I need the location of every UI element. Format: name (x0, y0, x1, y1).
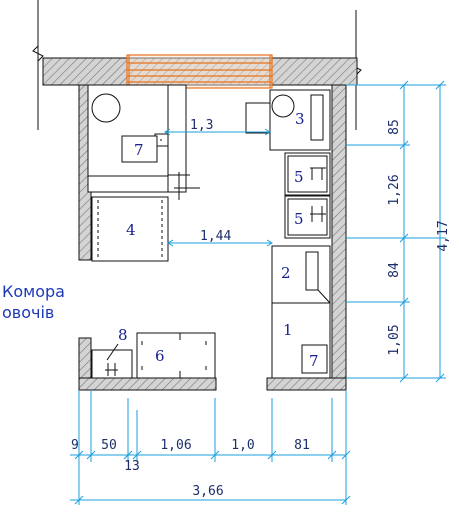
bottom-dim-9: 9 (71, 438, 79, 453)
bottom-dim-1-0: 1,0 (231, 438, 254, 453)
left-furniture (87, 84, 200, 262)
fixture-number-7-bottom: 7 (309, 352, 319, 370)
cabinet-4 (91, 196, 169, 262)
round-table-icon (91, 93, 121, 123)
bottom-dim-1-06: 1,06 (160, 438, 191, 453)
interior-dimension-lines (164, 128, 273, 247)
interior-dim-1-3: 1,3 (190, 118, 213, 133)
fixture-number-2: 2 (281, 264, 291, 282)
fixture-number-8: 8 (118, 326, 128, 344)
right-wall (331, 84, 347, 391)
right-dim-total: 4,17 (436, 220, 451, 251)
right-dimension-lines (346, 80, 446, 383)
cabinet-2 (271, 245, 331, 304)
right-furniture (245, 89, 331, 379)
fridge-7-bottom (301, 344, 328, 374)
tall-cabinet (167, 84, 187, 193)
window (126, 54, 273, 89)
fixture-number-5-lower: 5 (294, 210, 304, 228)
room-label-line2: овочів (2, 303, 54, 322)
bottom-left-wall (78, 377, 217, 391)
room-label-line1: Комора (2, 282, 65, 301)
fixture-number-7-top: 7 (134, 141, 144, 159)
table-6 (136, 332, 216, 379)
cabinet-8 (91, 349, 133, 379)
right-dim-1-26: 1,26 (387, 174, 402, 205)
bottom-wall (266, 377, 347, 391)
fixture-number-1: 1 (283, 321, 293, 339)
right-dim-84: 84 (387, 262, 402, 278)
bottom-dim-total: 3,66 (192, 484, 223, 499)
fixture-number-5-upper: 5 (294, 168, 304, 186)
stove-5-upper (284, 152, 331, 196)
interior-dim-1-44: 1,44 (200, 229, 231, 244)
right-dim-85: 85 (387, 119, 402, 135)
sink-bowl-icon (271, 94, 295, 118)
fixture-numbers: 7 3 5 5 4 2 1 7 8 6 (118, 110, 319, 370)
fixture-number-6: 6 (155, 347, 165, 365)
bottom-dim-81: 81 (294, 438, 310, 453)
bottom-dimension-lines (70, 390, 351, 505)
bottom-dim-13: 13 (124, 459, 140, 474)
bottom-dim-50: 50 (101, 438, 117, 453)
right-dim-1-05: 1,05 (387, 324, 402, 355)
bottom-left-furniture (91, 332, 216, 379)
fixture-number-3: 3 (295, 110, 305, 128)
stove-5-lower (284, 195, 331, 239)
fixture-number-4: 4 (126, 221, 136, 239)
fridge-7-top (121, 135, 158, 163)
